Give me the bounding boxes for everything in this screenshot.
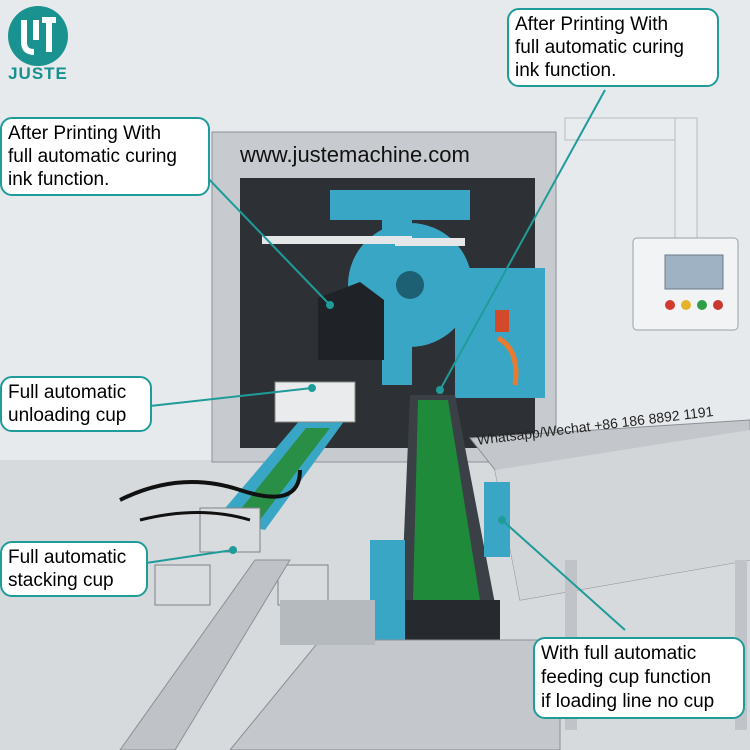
website-url: www.justemachine.com (240, 142, 470, 167)
callout-line: ink function. (515, 60, 617, 81)
callout-feeding-cup: With full automatic feeding cup function… (533, 637, 745, 719)
callout-line: full automatic curing (515, 37, 684, 58)
brand-name: JUSTE (8, 64, 68, 83)
callout-curing-ink-left: After Printing With full automatic curin… (0, 117, 210, 196)
callout-line: full automatic curing (8, 146, 177, 167)
callout-line: stacking cup (8, 570, 114, 591)
callout-line: feeding cup function (541, 667, 712, 688)
juste-logo-icon (8, 6, 68, 66)
callout-line: After Printing With (8, 123, 162, 144)
callout-line: Full automatic (8, 547, 127, 568)
callout-line: ink function. (8, 169, 110, 190)
callout-line: With full automatic (541, 643, 697, 664)
callout-line: if loading line no cup (541, 691, 715, 712)
callout-curing-ink-top-right: After Printing With full automatic curin… (507, 8, 719, 87)
callout-stacking-cup: Full automatic stacking cup (0, 541, 148, 597)
callout-line: Full automatic (8, 382, 127, 403)
callout-line: After Printing With (515, 14, 669, 35)
callout-unloading-cup: Full automatic unloading cup (0, 376, 152, 432)
callout-line: unloading cup (8, 405, 127, 426)
